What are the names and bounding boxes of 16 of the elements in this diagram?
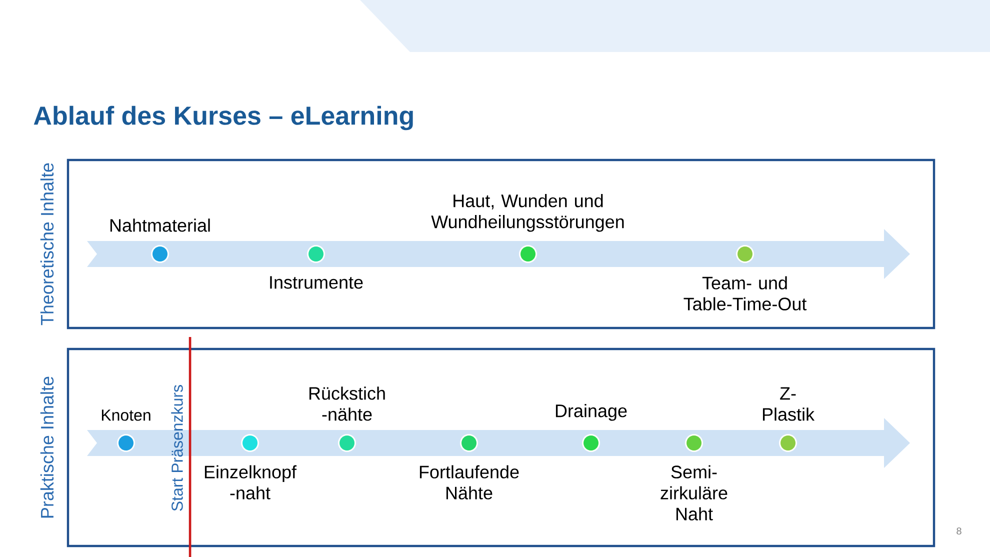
- milestone-label: Team- und Table-Time-Out: [684, 276, 807, 310]
- milestone-label: Fortlaufende Nähte: [420, 465, 519, 500]
- milestone-label: Z- Plastik: [762, 387, 815, 421]
- milestone-label: Knoten: [102, 410, 150, 421]
- milestone-label: Einzelknopf -naht: [204, 465, 297, 500]
- rotated-label: Start Präsenzkurs: [171, 385, 183, 511]
- node-label: Theoretische Inhalte: [40, 163, 54, 326]
- milestone-label: Semi- zirkuläre Naht: [660, 465, 728, 520]
- slide-title: Ablauf des Kurses – eLearning: [34, 106, 413, 130]
- milestone-label: Rückstich -nähte: [309, 386, 385, 421]
- milestone-label: Haut, Wunden und Wundheilungsstörungen: [431, 194, 624, 232]
- milestone-label: Drainage: [556, 404, 627, 421]
- milestone-label: Instrumente: [270, 276, 363, 289]
- milestone-label: Nahtmaterial: [110, 218, 210, 232]
- node-label: Praktische Inhalte: [40, 376, 54, 518]
- page-number: 8: [956, 527, 962, 535]
